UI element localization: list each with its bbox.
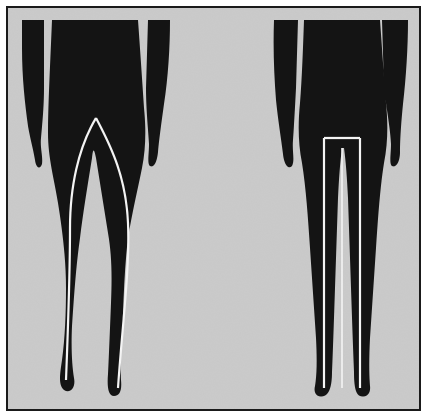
figure-frame <box>6 6 421 411</box>
silhouette-illustration <box>8 8 419 409</box>
